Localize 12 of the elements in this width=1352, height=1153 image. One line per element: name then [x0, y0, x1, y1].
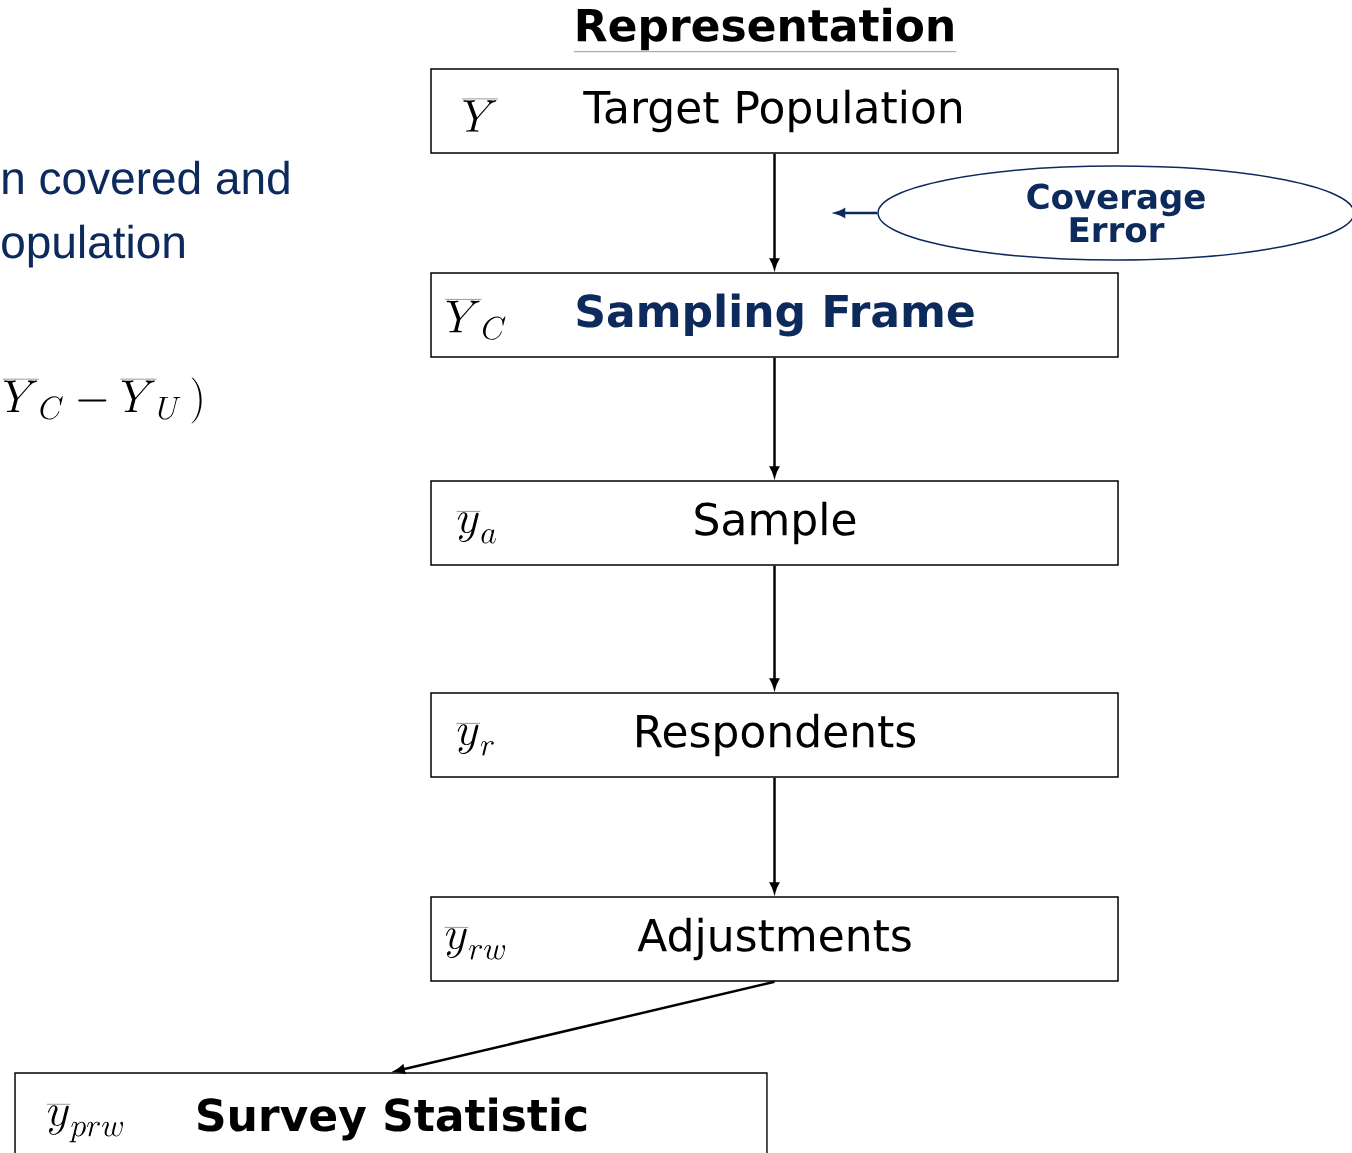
- arrow: [394, 980, 775, 1074]
- process-box: $\overline{Y}_C$ Sampling Frame: [430, 272, 1119, 358]
- process-box: $\overline{y}_{prw}$ Survey Statistic: [14, 1072, 768, 1153]
- arrow: [834, 208, 878, 218]
- process-box: $\overline{y}_r$ Respondents: [430, 692, 1119, 778]
- note-text: opulation: [2, 224, 184, 268]
- process-box: $\overline{Y}$ Target Population: [430, 68, 1119, 154]
- formula: $\overline{Y}_C-\overline{Y}_U\,)$: [2, 377, 202, 424]
- process-box: $\overline{y}_a$ Sample: [430, 480, 1119, 566]
- title: Representation: [573, 7, 957, 52]
- process-box: $\overline{y}_{rw}$ Adjustments: [430, 896, 1119, 982]
- note-text: n covered and: [3, 160, 289, 195]
